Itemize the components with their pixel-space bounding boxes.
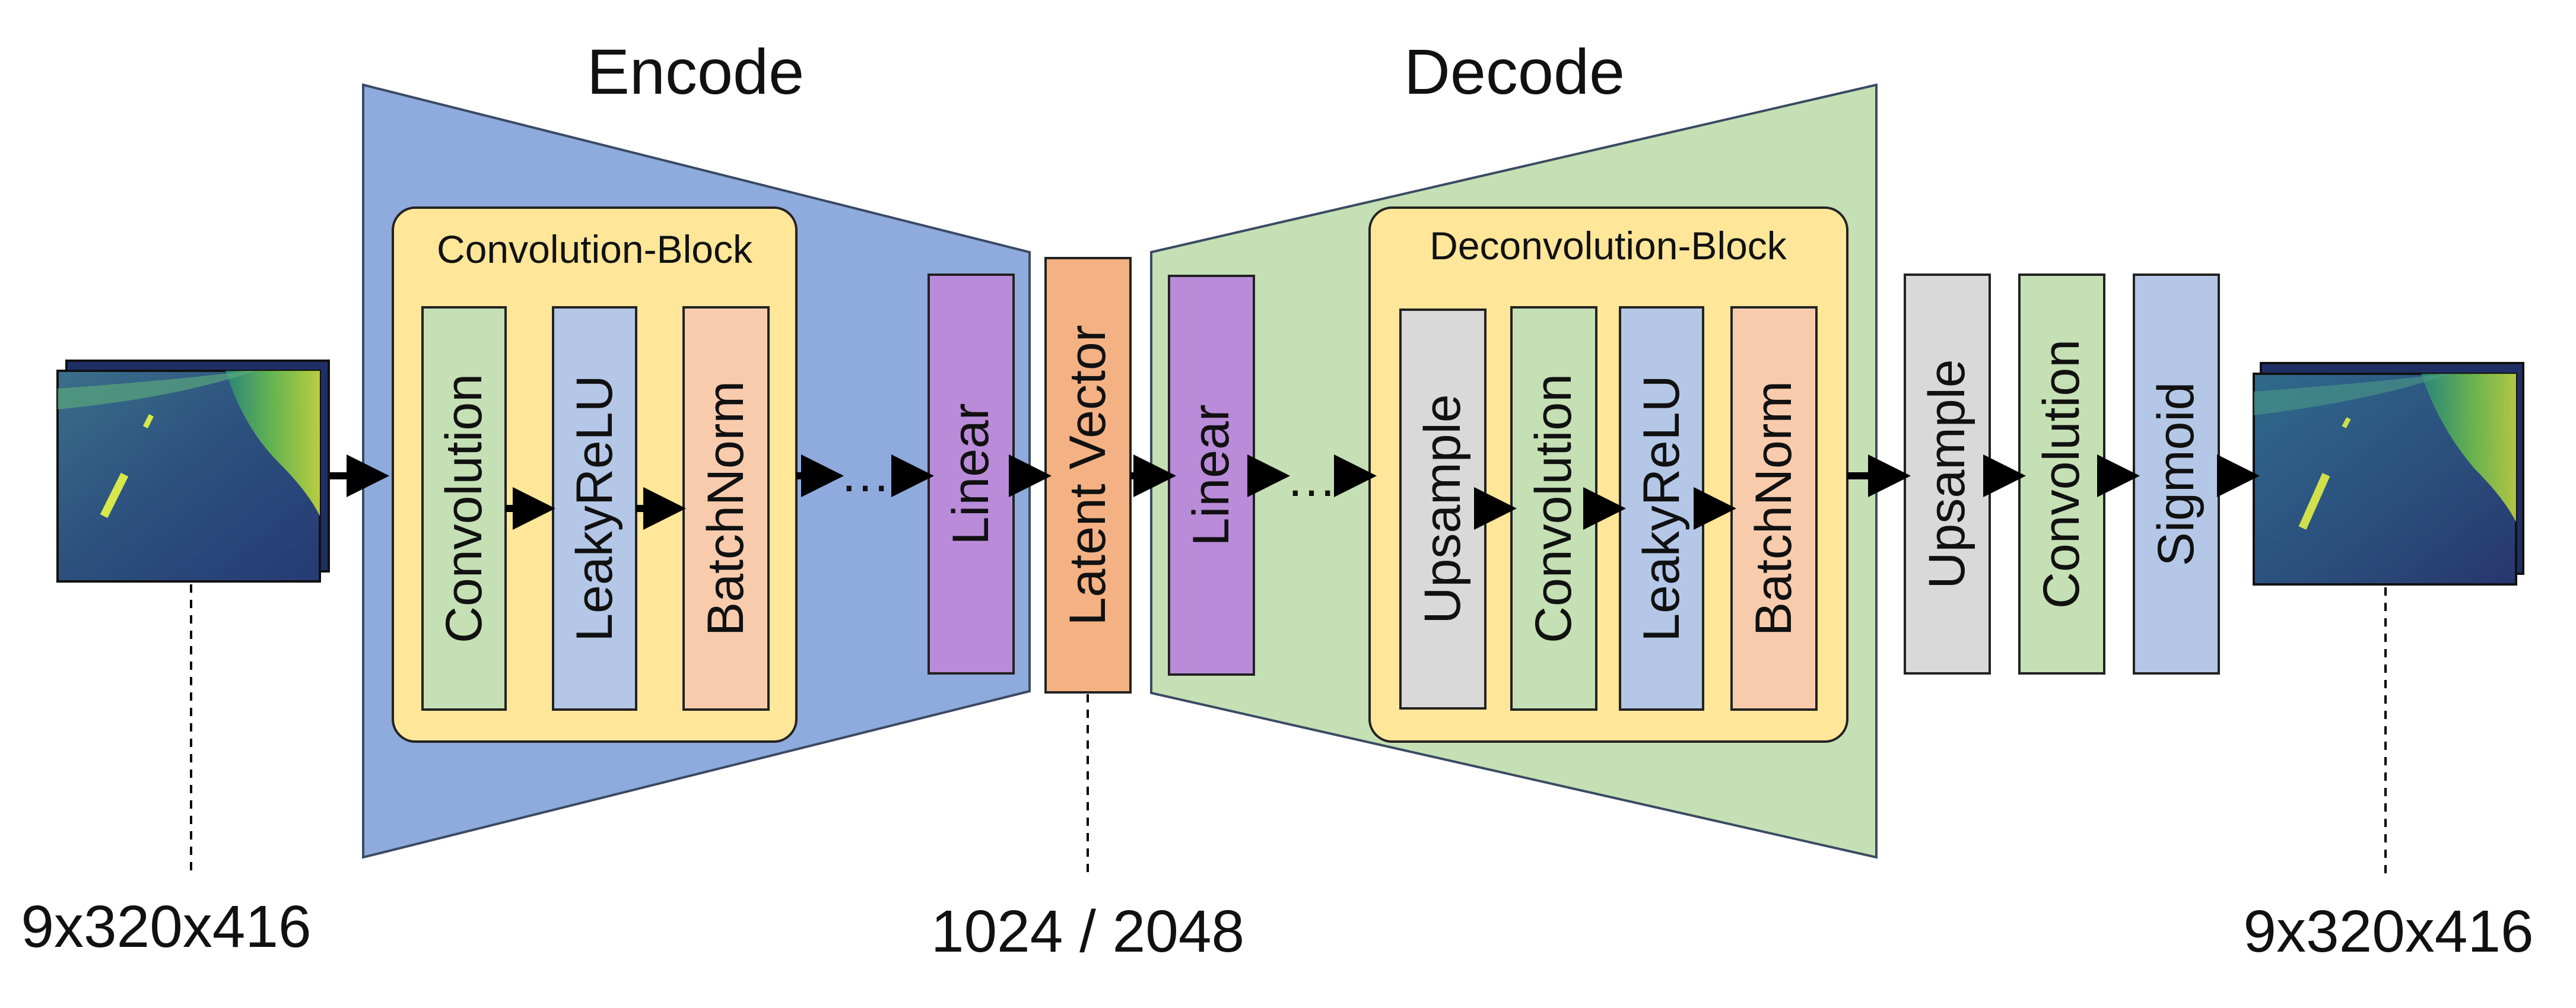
enc-linear-label: Linear bbox=[942, 403, 999, 545]
head-convolution-label: Convolution bbox=[2033, 339, 2090, 609]
enc-batchnorm-layer bbox=[682, 306, 770, 711]
dimension-leaders bbox=[190, 584, 2387, 877]
dec-linear-layer bbox=[1168, 275, 1255, 676]
dec-upsample-layer bbox=[1399, 309, 1486, 710]
enc-convolution-layer bbox=[421, 306, 507, 711]
head-sigmoid-label: Sigmoid bbox=[2148, 382, 2205, 567]
input-image bbox=[56, 360, 330, 583]
latent-vector-label: Latent Vector bbox=[1059, 325, 1116, 626]
encode-title: Encode bbox=[587, 36, 804, 107]
dec-convolution-layer bbox=[1510, 306, 1597, 711]
dec-leakyrelu-label: LeakyReLU bbox=[1633, 375, 1690, 641]
dec-linear-label: Linear bbox=[1183, 404, 1240, 546]
enc-convolution-label: Convolution bbox=[436, 374, 493, 643]
dec-leakyrelu-layer bbox=[1619, 306, 1704, 711]
latent-dim-label: 1024 / 2048 bbox=[931, 898, 1244, 965]
output-image bbox=[2253, 362, 2524, 586]
head-upsample-layer bbox=[1904, 274, 1991, 675]
convolution-block-title: Convolution-Block bbox=[437, 227, 753, 271]
decode-title: Decode bbox=[1404, 36, 1625, 107]
enc-batchnorm-label: BatchNorm bbox=[697, 381, 754, 636]
dec-convolution-label: Convolution bbox=[1525, 374, 1582, 643]
dec-batchnorm-label: BatchNorm bbox=[1745, 381, 1802, 636]
head-upsample-label: Upsample bbox=[1918, 359, 1975, 589]
dec-batchnorm-layer bbox=[1730, 306, 1818, 711]
dec-upsample-label: Upsample bbox=[1414, 394, 1471, 624]
enc-leakyrelu-layer bbox=[552, 306, 637, 711]
enc-leakyrelu-label: LeakyReLU bbox=[566, 375, 623, 641]
enc-linear-layer bbox=[928, 274, 1015, 675]
deconvolution-block-title: Deconvolution-Block bbox=[1430, 224, 1787, 268]
decoder-ellipsis: … bbox=[1286, 450, 1337, 507]
encoder-ellipsis: … bbox=[840, 446, 891, 503]
input-dim-label: 9x320x416 bbox=[21, 893, 311, 960]
flow-arrows bbox=[330, 454, 2260, 530]
head-sigmoid-layer bbox=[2133, 274, 2220, 675]
output-dim-label: 9x320x416 bbox=[2243, 898, 2533, 965]
